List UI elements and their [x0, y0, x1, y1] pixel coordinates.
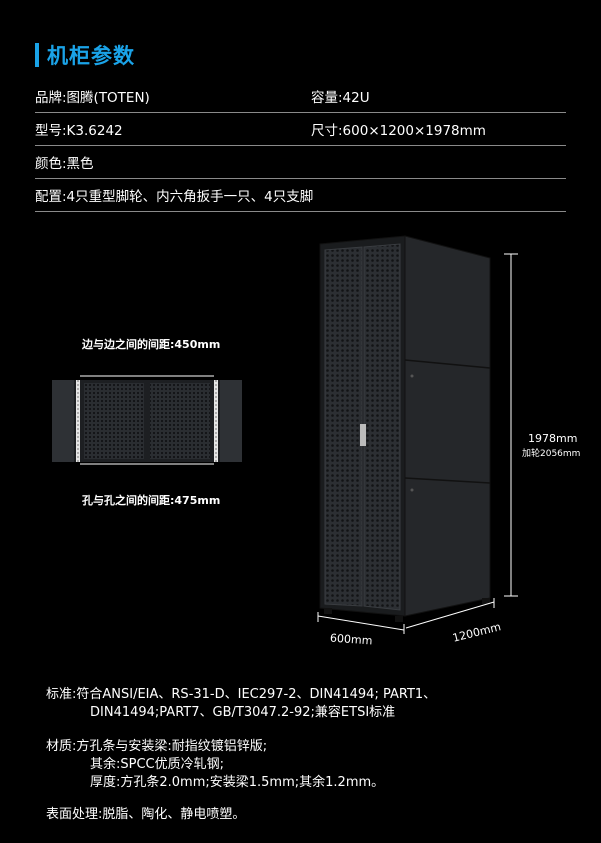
spec-size: 尺寸:600×1200×1978mm [311, 123, 486, 139]
surface-line: 表面处理:脱脂、陶化、静电喷塑。 [46, 807, 246, 822]
cabinet-product-image [317, 235, 518, 634]
title-accent-bar [35, 43, 39, 67]
standard-line-1: 标准:符合ANSI/EIA、RS-31-D、IEC297-2、DIN41494;… [46, 687, 437, 702]
material-notes: 材质:方孔条与安装梁:耐指纹镀铝锌版; 其余:SPCC优质冷轧钢; 厚度:方孔条… [46, 738, 384, 792]
material-line-3: 厚度:方孔条2.0mm;安装梁1.5mm;其余1.2mm。 [90, 775, 385, 790]
rack-top-view-image [52, 375, 242, 465]
material-line-2: 其余:SPCC优质冷轧钢; [90, 757, 225, 772]
standard-line-2: DIN41494;PART7、GB/T3047.2-92;兼容ETSI标准 [90, 705, 396, 720]
page-title: 机柜参数 [47, 44, 135, 68]
spec-model: 型号:K3.6242 [35, 123, 123, 139]
spec-config: 配置:4只重型脚轮、内六角扳手一只、4只支脚 [35, 189, 314, 205]
hole-spacing-label: 孔与孔之间的间距:475mm [82, 494, 221, 507]
section-header: 机柜参数 [35, 40, 135, 70]
spec-capacity: 容量:42U [311, 90, 370, 106]
spec-row-3: 颜色:黑色 [35, 146, 566, 179]
spec-color: 颜色:黑色 [35, 156, 94, 172]
height-with-wheels-label: 加轮2056mm [522, 449, 581, 459]
spec-row-1: 品牌:图腾(TOTEN) 容量:42U [35, 80, 566, 113]
spec-brand: 品牌:图腾(TOTEN) [35, 90, 150, 106]
spec-row-2: 型号:K3.6242 尺寸:600×1200×1978mm [35, 113, 566, 146]
height-label: 1978mm [528, 432, 578, 445]
spec-row-4: 配置:4只重型脚轮、内六角扳手一只、4只支脚 [35, 179, 566, 212]
material-line-1: 材质:方孔条与安装梁:耐指纹镀铝锌版; [46, 739, 268, 754]
surface-notes: 表面处理:脱脂、陶化、静电喷塑。 [46, 806, 245, 824]
standard-notes: 标准:符合ANSI/EIA、RS-31-D、IEC297-2、DIN41494;… [46, 686, 436, 722]
edge-spacing-label: 边与边之间的间距:450mm [82, 338, 221, 351]
